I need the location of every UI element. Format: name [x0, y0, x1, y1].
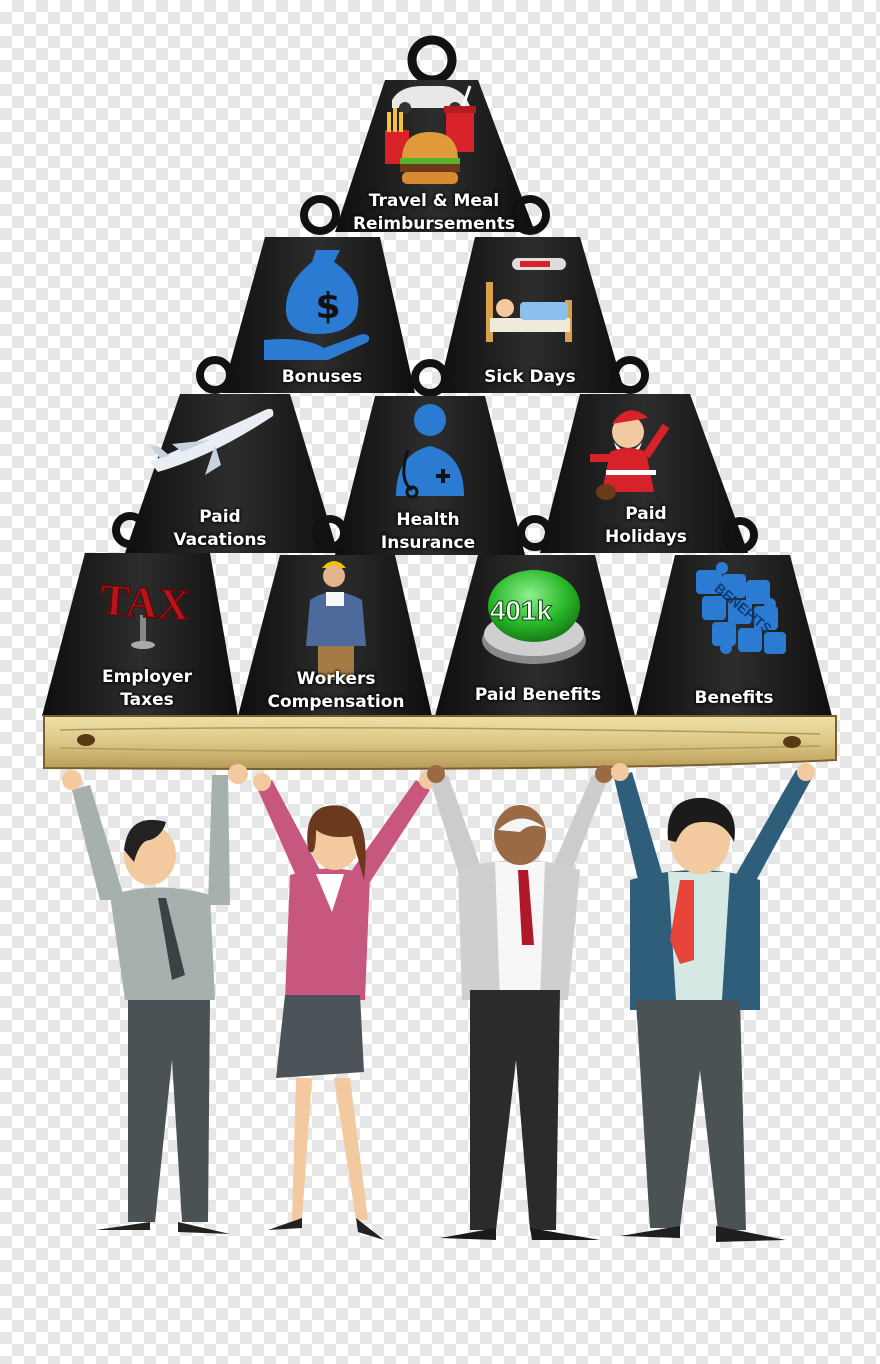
- person-3-man-beige-jacket: [427, 765, 613, 1240]
- tax-sign-icon: [131, 615, 155, 649]
- money-bag-hand-icon: $: [264, 250, 370, 360]
- person-2-woman-pink-blazer: [253, 771, 437, 1240]
- svg-text:$: $: [315, 286, 340, 327]
- 401k-button-icon: [482, 570, 586, 664]
- construction-worker-icon: [306, 561, 366, 680]
- wooden-plank: [43, 715, 837, 770]
- weight-paid-vacations: [125, 356, 649, 553]
- santa-icon: [590, 410, 670, 500]
- airplane-icon: [150, 408, 274, 475]
- doctor-icon: [396, 404, 464, 499]
- fast-food-car-icon: [385, 85, 476, 184]
- person-4-man-blue-suit: [611, 763, 815, 1242]
- tax-sign-text: TAX: [98, 575, 191, 630]
- person-1-man-gray-shirt: [62, 764, 248, 1234]
- benefits-puzzle-icon: [696, 562, 786, 654]
- bed-thermometer-icon: [486, 258, 572, 342]
- 401k-badge-text: 401k: [490, 595, 553, 626]
